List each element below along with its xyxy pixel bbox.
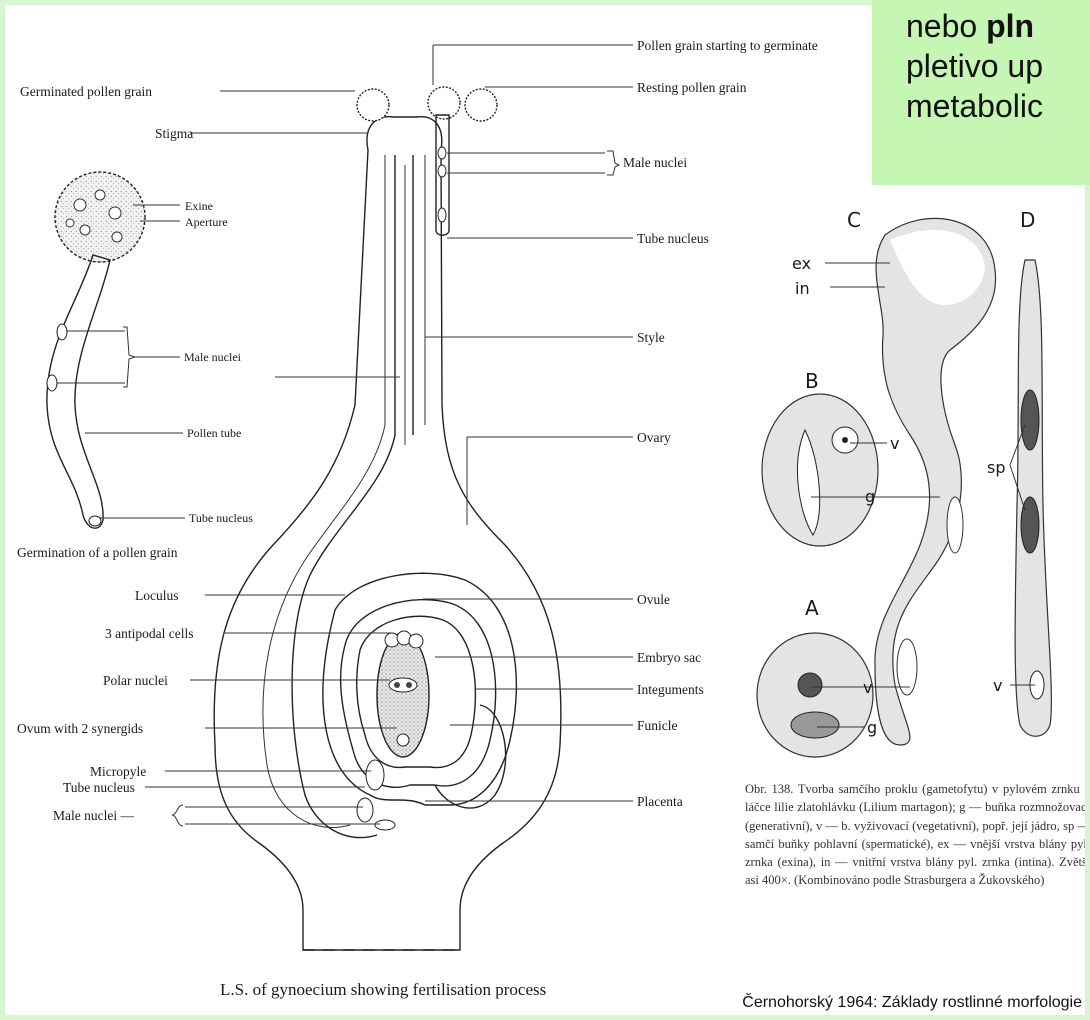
label-micropyle: Micropyle [90,764,146,779]
figure-caption: Obr. 138. Tvorba samčího proklu (gametof… [745,780,1085,890]
label-aperture: Aperture [185,215,228,229]
label-pollen-starting: Pollen grain starting to germinate [637,38,818,53]
gynoecium-drawing [214,87,561,950]
overlay-line-2: pletivo up [906,48,1043,85]
label-sp: sp [987,458,1006,477]
leader-lines-left [145,91,400,824]
label-exine: Exine [185,199,213,213]
inset-title: Germination of a pollen grain [17,545,178,560]
label-embryo-sac: Embryo sac [637,650,701,665]
label-integuments: Integuments [637,682,704,697]
overlay-line-3: metabolic [906,88,1043,125]
label-inset-male-nuclei: Male nuclei [184,350,242,364]
gynoecium-title: L.S. of gynoecium showing fertilisation … [220,980,546,999]
label-ex: ex [792,254,811,273]
overlay-line-1: nebo pln [906,8,1034,45]
label-germinated-pollen: Germinated pollen grain [20,84,152,99]
label-tube-nucleus-left: Tube nucleus [63,780,135,795]
label-stigma: Stigma [155,126,193,141]
label-g-b: g [865,487,875,506]
label-loculus: Loculus [135,588,179,603]
label-style: Style [637,330,665,345]
overlay-text-box: nebo pln pletivo up metabolic [872,0,1090,185]
label-in: in [795,279,810,298]
label-v-d: v [993,676,1002,695]
label-antipodal: 3 antipodal cells [105,626,193,641]
label-inset-tube-nucleus: Tube nucleus [189,511,253,525]
label-v-b: v [890,434,899,453]
label-funicle: Funicle [637,718,678,733]
label-polar-nuclei: Polar nuclei [103,673,168,688]
label-male-nuclei-left: Male nuclei — [53,808,134,823]
label-v-a: v [863,678,872,697]
lilium-figure: C D B A ex in v g sp v g v [757,208,1051,757]
leader-lines-right [423,45,633,801]
panel-letter-d: D [1020,208,1035,232]
panel-letter-c: C [847,208,861,232]
label-ovum: Ovum with 2 synergids [17,721,143,736]
label-pollen-tube: Pollen tube [187,426,241,440]
label-resting-pollen: Resting pollen grain [637,80,747,95]
panel-letter-a: A [805,596,819,620]
source-credit: Černohorský 1964: Základy rostlinné morf… [742,994,1082,1012]
label-ovary: Ovary [637,430,671,445]
label-g-a: g [867,718,877,737]
label-male-nuclei-right: Male nuclei [623,155,687,170]
pollen-inset-drawing: Exine Aperture Male nuclei Pollen tube T… [17,172,253,560]
label-tube-nucleus-right: Tube nucleus [637,231,709,246]
label-ovule: Ovule [637,592,670,607]
panel-letter-b: B [805,369,819,393]
label-placenta: Placenta [637,794,683,809]
